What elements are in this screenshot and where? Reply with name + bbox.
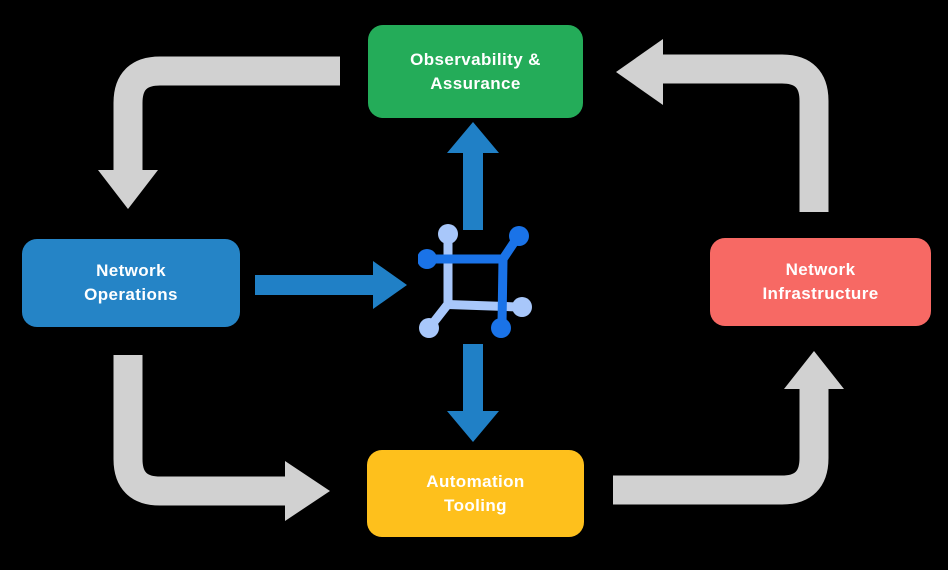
arrow-observability-to-operations [98,56,340,209]
node-network-infrastructure: Network Infrastructure [710,238,931,326]
arrow-infrastructure-to-observability [616,39,829,212]
arrow-head-right [373,261,407,309]
network-mesh-icon-dark-dots [418,226,529,338]
arrow-head-left [616,39,663,105]
arrow-center-to-observability [447,122,499,230]
arrow-shaft [613,389,829,505]
arrow-center-to-automation [447,344,499,442]
arrow-automation-to-infrastructure [613,351,844,505]
arrow-head-right [285,461,330,521]
arrow-shaft [662,54,829,212]
arrow-head-down [98,170,158,209]
node-automation-tooling: Automation Tooling [367,450,584,537]
arrow-shaft [113,56,340,171]
network-mesh-icon [418,224,532,338]
arrow-shaft [113,355,286,506]
arrow-head-up [784,351,844,389]
arrow-head-up [447,122,499,153]
arrow-operations-to-automation [113,355,330,521]
arrow-operations-to-center [255,261,407,309]
node-network-operations: Network Operations [22,239,240,327]
arrow-head-down [447,411,499,442]
network-mesh-icon-light-dots [419,224,532,338]
node-observability-assurance: Observability & Assurance [368,25,583,118]
